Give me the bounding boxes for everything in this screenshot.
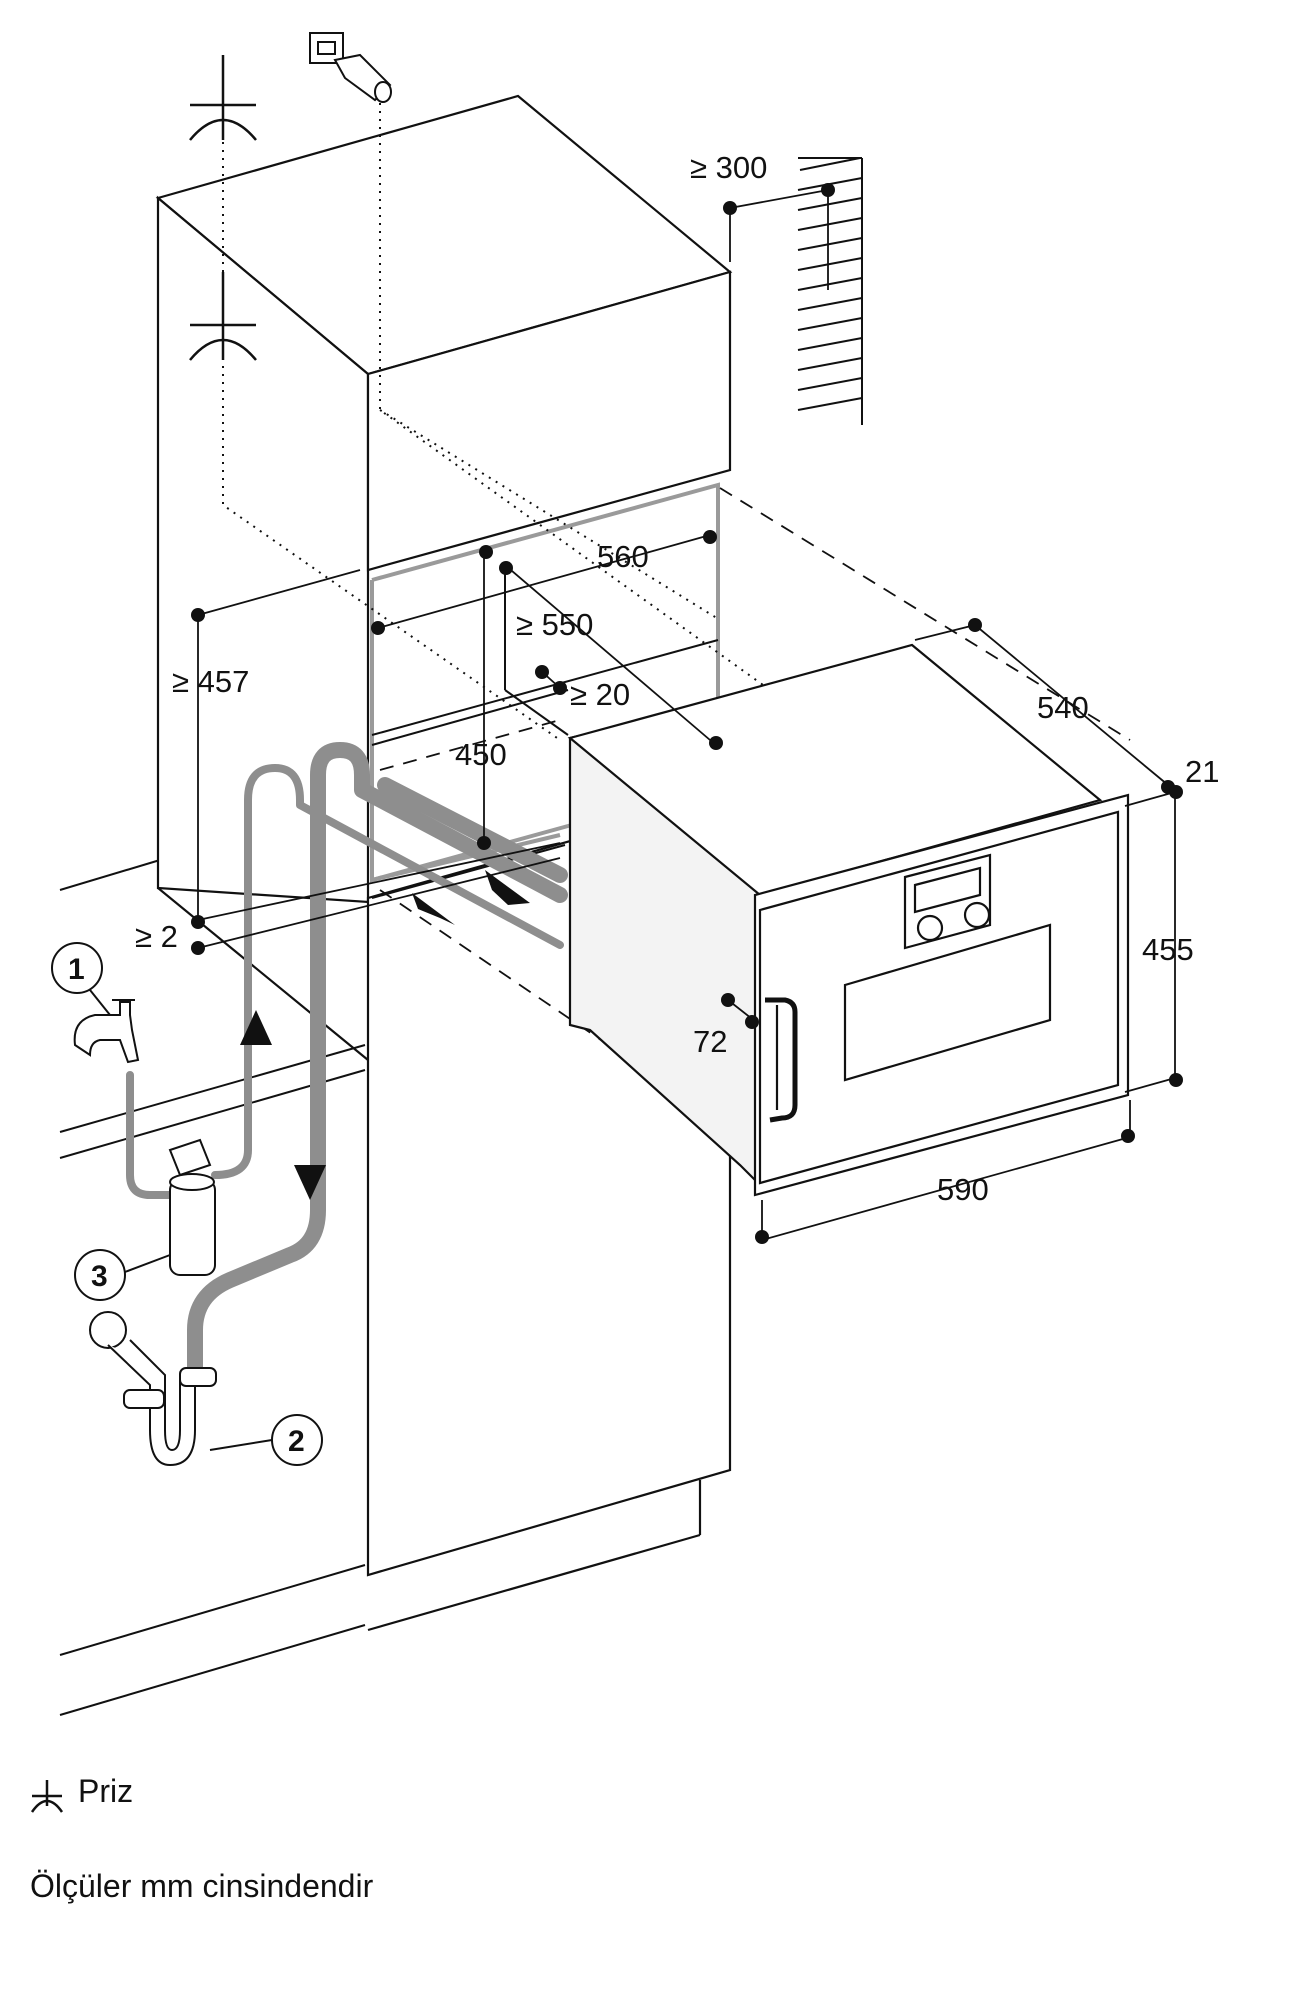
callout-1: 1 [68, 953, 85, 986]
dim-label-457: ≥ 457 [172, 664, 249, 699]
hoses [126, 742, 568, 1378]
dim-label-450: 450 [455, 737, 507, 772]
dim-label-590: 590 [937, 1172, 989, 1207]
dashed-guides [379, 487, 1131, 1081]
water-filter-icon [168, 1138, 216, 1276]
oven-appliance [567, 643, 1130, 1197]
callouts [51, 942, 323, 1466]
dim-label-550: ≥ 550 [516, 607, 593, 642]
socket-icon-upper [189, 55, 257, 141]
dotted-service-lines [222, 70, 771, 741]
dim-label-300: ≥ 300 [690, 150, 767, 185]
dimension-labels: ≥ 300 560 ≥ 550 ≥ 457 ≥ 20 450 540 21 45… [135, 150, 1219, 1207]
dimension-lines [197, 189, 1176, 1241]
socket-icon-lower [189, 272, 257, 361]
siphon-icon [89, 1311, 217, 1467]
socket-legend-label: Priz [78, 1773, 134, 1809]
network-plug-icon [309, 32, 392, 103]
dim-label-455: 455 [1142, 932, 1194, 967]
dim-label-540: 540 [1037, 690, 1089, 725]
dim-label-2: ≥ 2 [135, 919, 178, 954]
dim-label-72: 72 [693, 1024, 727, 1059]
socket-legend-icon [30, 1780, 64, 1813]
units-note: Ölçüler mm cinsindendir [30, 1868, 374, 1904]
flow-arrows [240, 870, 530, 1200]
water-tap-icon [73, 999, 140, 1064]
wall-hatching [797, 157, 863, 425]
dimension-dots [191, 183, 1183, 1244]
callout-3: 3 [91, 1260, 108, 1293]
callout-2: 2 [288, 1425, 305, 1458]
dim-label-560: 560 [597, 539, 649, 574]
dim-label-20: ≥ 20 [570, 677, 630, 712]
dim-label-21: 21 [1185, 754, 1219, 789]
